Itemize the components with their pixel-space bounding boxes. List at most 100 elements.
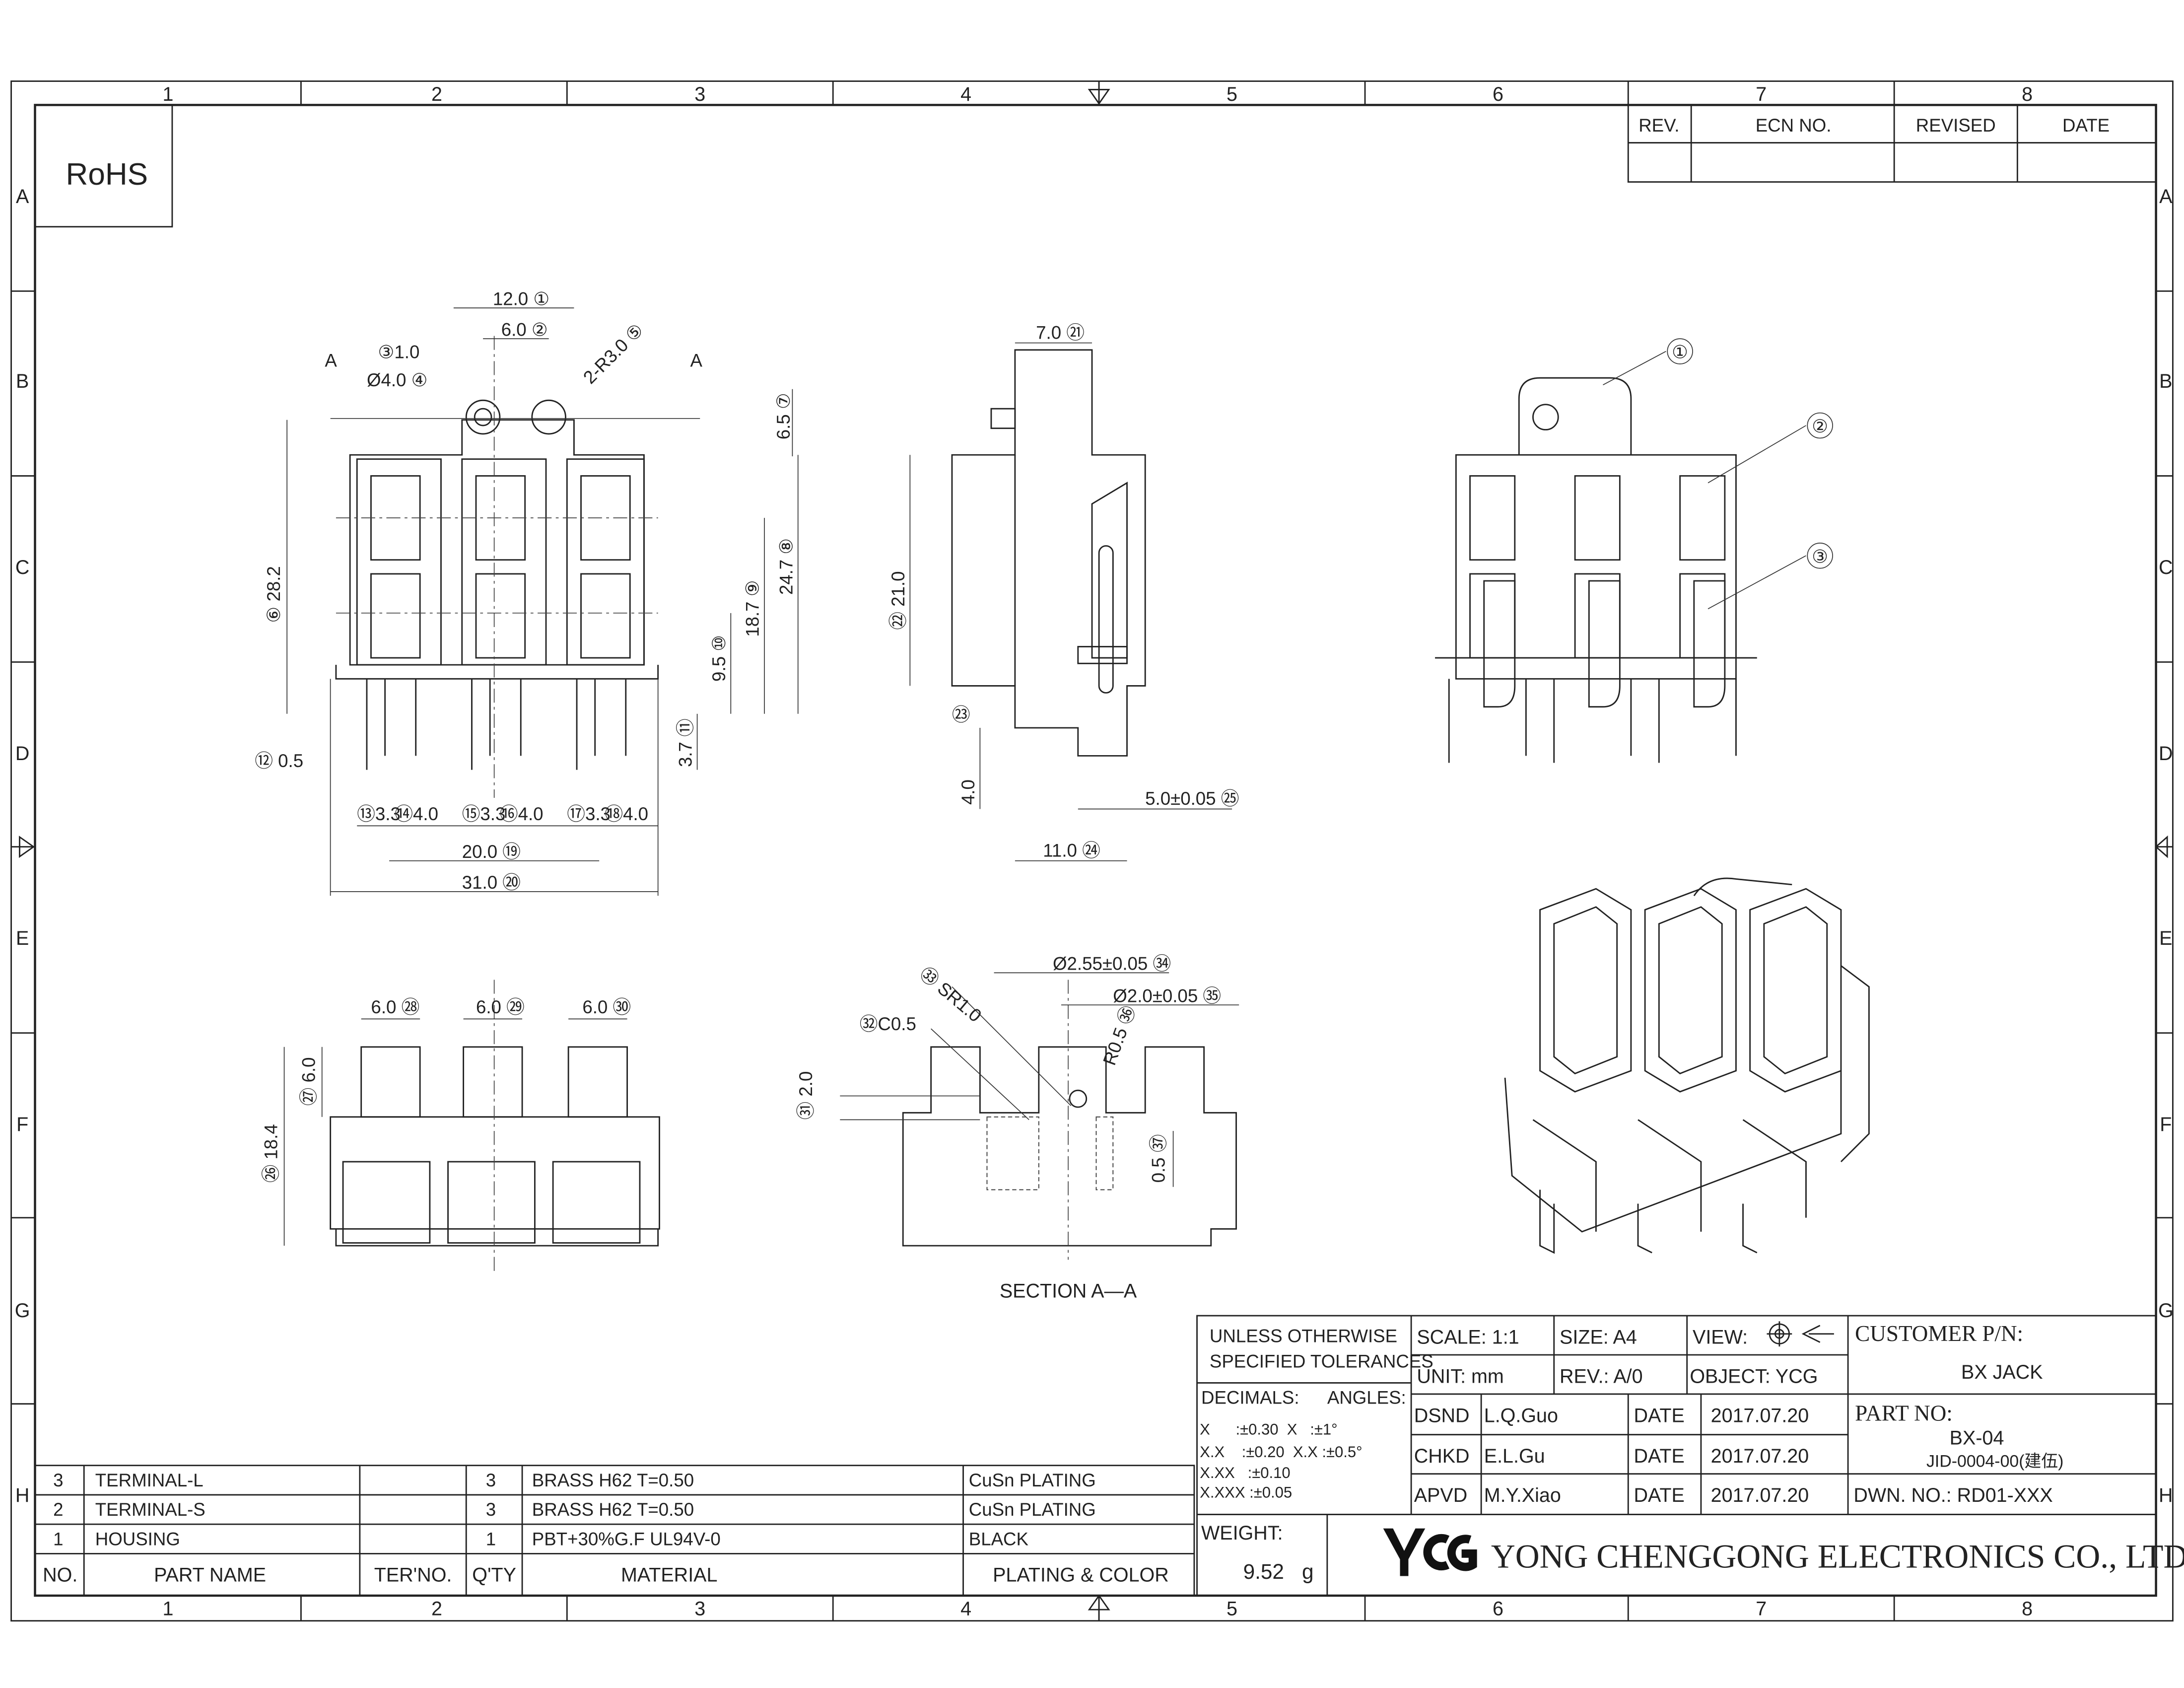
dim-label: ⑭4.0 [395,804,438,824]
bom-part-name: TERMINAL-L [95,1470,204,1490]
customer-pn: BX JACK [1961,1361,2043,1383]
dim-label: ⑮3.3 [462,804,506,824]
date-header: DATE [2062,115,2110,136]
bom-qty: 1 [486,1529,496,1549]
weight-label: WEIGHT: [1201,1522,1283,1544]
signoff-date: 2017.07.20 [1711,1405,1809,1426]
decimals-label: DECIMALS: [1201,1388,1299,1408]
signoff-role: APVD [1414,1484,1468,1506]
rohs-box: RoHS [34,104,173,228]
dim-label: 31.0 ⑳ [462,872,521,893]
row-label: H [2159,1484,2173,1506]
section-marker: A [690,351,703,371]
bom-header: Q'TY [472,1564,516,1586]
size-field: SIZE: A4 [1560,1326,1637,1348]
dim-label: 6.0 ㉘ [371,997,419,1017]
dim-label: 3.7 ⑪ [675,718,695,767]
customer-pn-label: CUSTOMER P/N: [1855,1321,2023,1346]
col-label: 4 [960,1598,971,1619]
dim-label: 5.0±0.05 ㉕ [1145,788,1239,809]
dim-label: R0.5 ㊱ [1099,1003,1139,1068]
col-label: 6 [1493,1598,1503,1619]
bom-material: BRASS H62 T=0.50 [532,1499,694,1520]
section-title: SECTION A—A [1000,1280,1137,1302]
signoff-date: 2017.07.20 [1711,1484,1809,1506]
revision-table: REV. ECN NO. REVISED DATE [1627,104,2157,183]
tolerance-row: X.XXX :±0.05 [1200,1484,1292,1501]
col-label: 8 [2022,1598,2033,1619]
dim-label: 6.5 ⑦ [773,393,794,439]
col-label: 7 [1756,83,1767,105]
drawing-number: DWN. NO.: RD01-XXX [1853,1484,2052,1506]
bom-qty: 3 [486,1499,496,1520]
dim-label: Ø2.55±0.05 ㉞ [1053,954,1171,974]
col-label: 4 [960,83,971,105]
dim-label: ⑰3.3 [567,804,611,824]
unit-field: UNIT: mm [1417,1365,1503,1387]
bom-no: 3 [53,1470,63,1490]
bottom-view: 6.0 ㉘ 6.0 ㉙ 6.0 ㉚ ㉗ 6.0 ㉖ 18.4 [261,980,660,1274]
rohs-label: RoHS [66,157,148,192]
row-label: C [15,557,30,578]
angles-label: ANGLES: [1327,1388,1406,1408]
dim-label: ㉗ 6.0 [299,1057,319,1106]
signoff-role: CHKD [1414,1445,1470,1467]
row-label: E [2159,927,2172,949]
balloon: ① [1672,342,1688,362]
dim-label: 6.0 ㉚ [582,997,631,1017]
rev-field: REV.: A/0 [1560,1365,1643,1387]
bom-header: MATERIAL [621,1564,717,1586]
company-logo [1383,1528,1477,1576]
row-label: A [16,186,29,208]
signoff-date-label: DATE [1634,1405,1685,1426]
balloon: ② [1812,416,1828,436]
row-label: F [16,1114,28,1135]
object-field: OBJECT: YCG [1690,1365,1818,1387]
tolerance-title: SPECIFIED TOLERANCES [1210,1351,1433,1371]
bom-plating: CuSn PLATING [969,1470,1096,1490]
row-label: B [2159,370,2172,392]
side-view: 7.0 ㉑ ㉒ 21.0 ㉓ 4.0 5.0±0.05 ㉕ 11.0 ㉔ [888,322,1239,861]
col-label: 1 [162,83,173,105]
bom-qty: 3 [486,1470,496,1490]
tolerance-row: X.X :±0.20 X.X :±0.5° [1200,1443,1362,1461]
dim-label: ㉓ [952,704,970,725]
signoff-date-label: DATE [1634,1484,1685,1506]
col-label: 8 [2022,83,2033,105]
signoff-role: DSND [1414,1405,1470,1426]
section-a-a-view: Ø2.55±0.05 ㉞ Ø2.0±0.05 ㉟ ㉝ SR1.0 ㉜C0.5 R… [796,954,1239,1302]
dim-label: 24.7 ⑧ [776,538,796,595]
bom-plating: CuSn PLATING [969,1499,1096,1520]
col-label: 3 [694,1598,705,1619]
tolerance-row: X :±0.30 X :±1° [1200,1421,1337,1438]
section-marker: A [325,351,337,371]
part-no-label: PART NO: [1855,1401,1953,1426]
bom-plating: BLACK [969,1529,1029,1549]
dim-label: ⑱4.0 [605,804,648,824]
weight-value: 9.52 [1243,1560,1284,1583]
bom-no: 2 [53,1499,63,1520]
signoff-date: 2017.07.20 [1711,1445,1809,1467]
part-no-sub: JID-0004-00(建伍) [1926,1452,2063,1471]
dim-label: 11.0 ㉔ [1043,840,1100,860]
bom-header: NO. [43,1564,77,1586]
dim-label: 2-R3.0 ⑤ [579,320,647,388]
revised-header: REVISED [1916,115,1996,136]
dim-label: ⑬3.3 [357,804,401,824]
col-label: 7 [1756,1598,1767,1619]
col-label: 5 [1227,83,1237,105]
col-label: 1 [162,1598,173,1619]
bom-no: 1 [53,1529,63,1549]
row-label: G [2158,1300,2174,1322]
col-label: 3 [694,83,705,105]
col-label: 5 [1227,1598,1237,1619]
dim-label: ㉜C0.5 [860,1014,916,1034]
row-label: H [15,1484,30,1506]
dim-label: ⑯4.0 [500,804,544,824]
dim-label: 7.0 ㉑ [1036,322,1085,343]
bom-part-name: TERMINAL-S [95,1499,205,1520]
col-label: 2 [431,83,442,105]
view-projection-icon [1767,1321,1834,1347]
dim-label: 6.0 ㉙ [476,997,525,1017]
